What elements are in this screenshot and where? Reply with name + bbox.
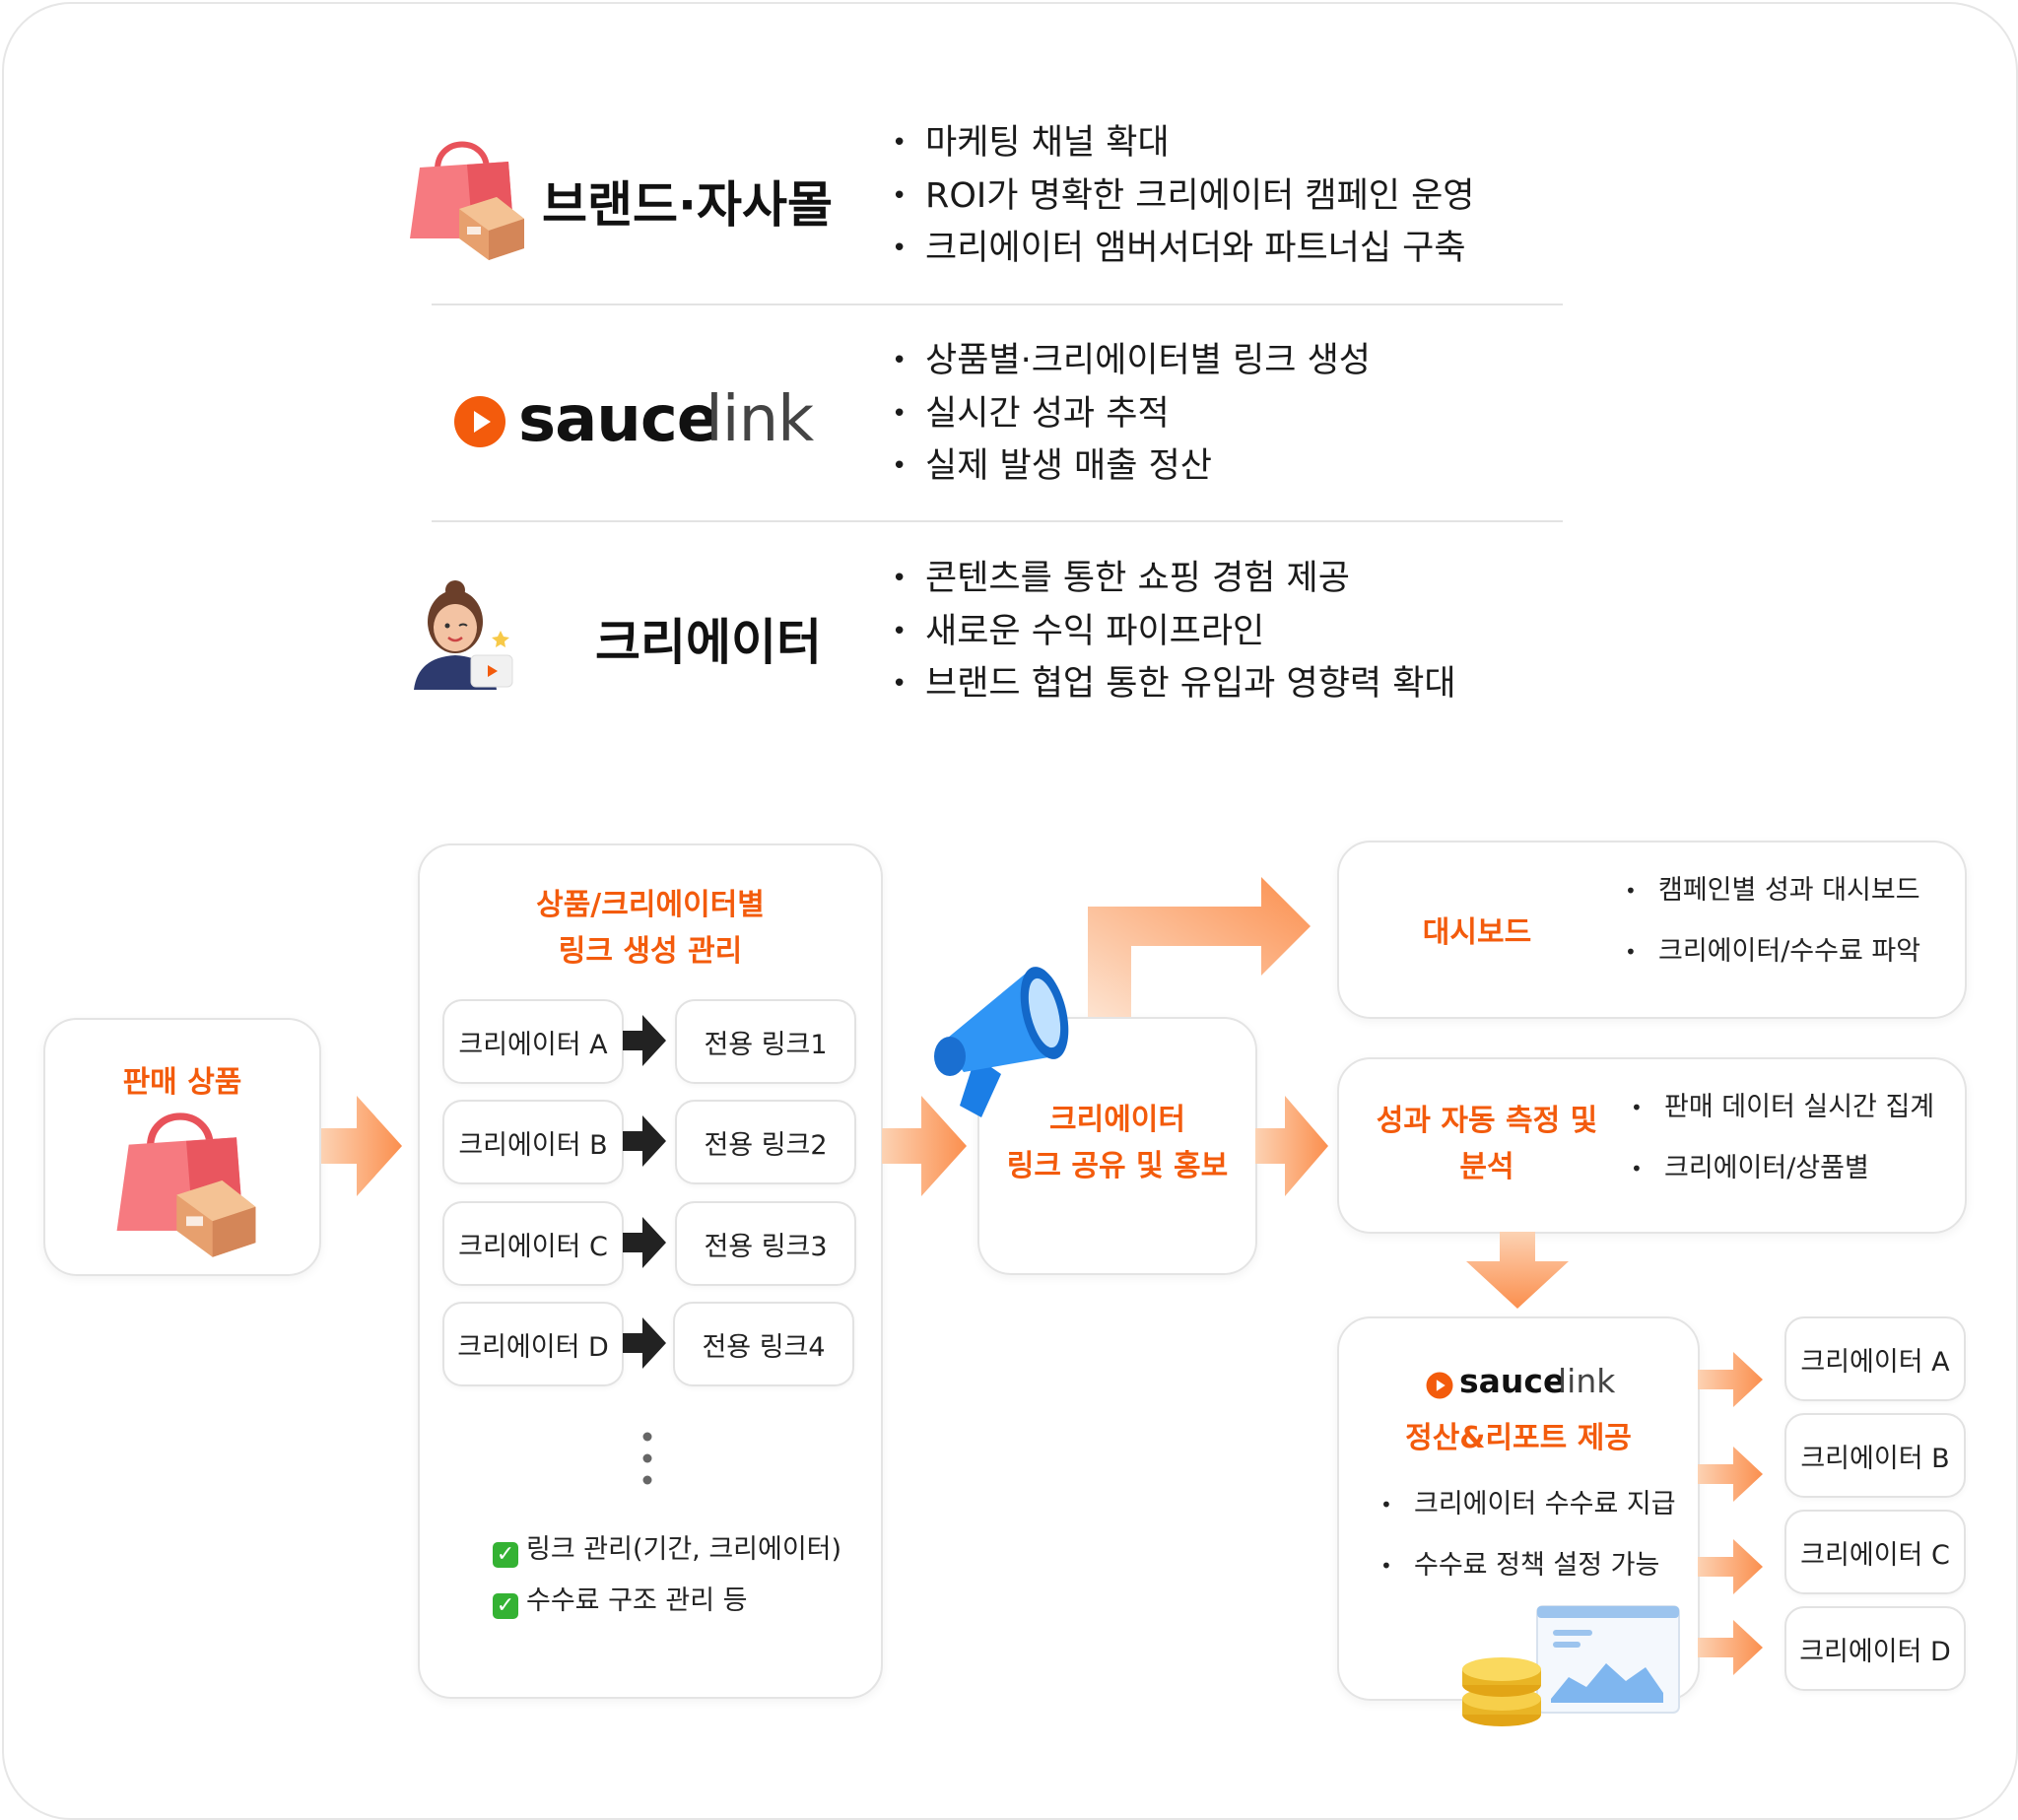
settlement-title: 정산&리포트 제공 [1405, 1421, 1632, 1455]
link-management-title-line2: 링크 생성 관리 [558, 933, 743, 969]
bullet-item: 마케팅 채널 확대 [892, 117, 1475, 170]
bullet-item: 캠페인별 성과 대시보드 [1625, 872, 1920, 933]
payout-arrow-icon [1698, 1352, 1763, 1407]
flow-arrow-right [321, 1096, 402, 1196]
link-pill-4: 전용 링크4 [673, 1302, 854, 1386]
logo-word-link: link [1558, 1362, 1616, 1400]
bullet-item: 상품별·크리에이터별 링크 생성 [892, 335, 1371, 388]
black-arrow-icon [623, 1015, 666, 1066]
black-arrow-icon [623, 1115, 666, 1167]
link-pill-1: 전용 링크1 [675, 999, 856, 1084]
dashboard-title: 대시보드 [1422, 915, 1532, 950]
check-item: ✓ 수수료 구조 관리 등 [493, 1579, 747, 1619]
share-title-line1: 크리에이터 [1049, 1103, 1185, 1137]
megaphone-icon [934, 967, 1069, 1117]
settlement-bullets: 크리에이터 수수료 지급 수수료 정책 설정 가능 [1380, 1486, 1676, 1584]
check-item-label: 수수료 구조 관리 등 [526, 1585, 748, 1616]
link-pill-3: 전용 링크3 [675, 1201, 856, 1286]
flow-arrow-down [1466, 1232, 1569, 1309]
black-arrow-icon [623, 1217, 666, 1268]
analysis-title-line1: 성과 자동 측정 및 [1376, 1104, 1598, 1138]
bullet-item: ROI가 명확한 크리에이터 캠페인 운영 [892, 170, 1475, 224]
checkmark-icon: ✓ [493, 1542, 518, 1568]
share-title-line2: 링크 공유 및 홍보 [1006, 1148, 1229, 1183]
flow-arrow-right [1255, 1096, 1328, 1196]
creator-pill-b: 크리에이터 B [442, 1100, 624, 1184]
brand-bullets: 마케팅 채널 확대 ROI가 명확한 크리에이터 캠페인 운영 크리에이터 앰버… [892, 117, 1475, 276]
product-card-title: 판매 상품 [122, 1065, 242, 1100]
analysis-title-line2: 분석 [1459, 1149, 1514, 1184]
check-item: ✓ 링크 관리(기간, 크리에이터) [493, 1527, 841, 1568]
report-coins-icon [1462, 1605, 1680, 1726]
saucelink-play-icon [454, 396, 505, 447]
bullet-item: 실제 발생 매출 정산 [892, 440, 1371, 494]
bullet-item: 크리에이터/상품별 [1631, 1150, 1934, 1187]
shopping-bag-icon [116, 1112, 256, 1257]
creator-bullets: 콘텐츠를 통한 쇼핑 경험 제공 새로운 수익 파이프라인 브랜드 협업 통한 … [892, 553, 1456, 711]
payee-pill-d: 크리에이터 D [1784, 1606, 1966, 1691]
analysis-title: 성과 자동 측정 및 분석 [1359, 1099, 1615, 1190]
flow-arrow-right [882, 1096, 967, 1196]
flow-arrow-up-right [1088, 877, 1311, 1017]
bullet-item: 판매 데이터 실시간 집계 [1631, 1089, 1934, 1150]
dashboard-bullets: 캠페인별 성과 대시보드 크리에이터/수수료 파악 [1625, 872, 1920, 971]
checkmark-icon: ✓ [493, 1593, 518, 1619]
payout-arrow-icon [1698, 1539, 1763, 1594]
link-management-title-line1: 상품/크리에이터별 [536, 888, 765, 922]
bullet-item: 브랜드 협업 통한 유입과 영향력 확대 [892, 658, 1456, 711]
saucelink-logo: sauce link [453, 383, 838, 458]
saucelink-bullets: 상품별·크리에이터별 링크 생성 실시간 성과 추적 실제 발생 매출 정산 [892, 335, 1371, 494]
saucelink-logo-small: sauce link [1426, 1362, 1643, 1401]
analysis-card: 성과 자동 측정 및 분석 판매 데이터 실시간 집계 크리에이터/상품별 [1337, 1057, 1967, 1234]
creator-pill-c: 크리에이터 C [442, 1201, 624, 1286]
link-management-title: 상품/크리에이터별 링크 생성 관리 [420, 883, 881, 975]
logo-word-sauce: sauce [518, 383, 719, 456]
bullet-item: 콘텐츠를 통한 쇼핑 경험 제공 [892, 553, 1456, 606]
payee-pill-b: 크리에이터 B [1784, 1413, 1966, 1498]
divider [432, 303, 1563, 305]
creator-pill-a: 크리에이터 A [442, 999, 624, 1084]
payout-arrow-icon [1698, 1447, 1763, 1502]
link-pill-2: 전용 링크2 [675, 1100, 856, 1184]
bullet-item: 새로운 수익 파이프라인 [892, 606, 1456, 659]
shopping-bag-icon [410, 141, 524, 260]
dashboard-card: 대시보드 캠페인별 성과 대시보드 크리에이터/수수료 파악 [1337, 841, 1967, 1019]
logo-word-sauce: sauce [1459, 1362, 1566, 1400]
divider [432, 520, 1563, 522]
bullet-item: 크리에이터 수수료 지급 [1380, 1486, 1676, 1547]
check-item-label: 링크 관리(기간, 크리에이터) [526, 1534, 842, 1565]
creator-row-title: 크리에이터 [595, 614, 822, 671]
saucelink-play-icon [1426, 1372, 1453, 1399]
bullet-item: 크리에이터/수수료 파악 [1625, 933, 1920, 971]
bullet-item: 실시간 성과 추적 [892, 388, 1371, 441]
logo-word-link: link [706, 383, 814, 456]
product-card: 판매 상품 [43, 1018, 321, 1276]
analysis-bullets: 판매 데이터 실시간 집계 크리에이터/상품별 [1631, 1089, 1934, 1187]
payout-arrow-icon [1698, 1620, 1763, 1675]
payee-pill-c: 크리에이터 C [1784, 1510, 1966, 1594]
payee-pill-a: 크리에이터 A [1784, 1316, 1966, 1401]
ellipsis-vertical-icon [642, 1432, 652, 1485]
black-arrow-icon [623, 1317, 666, 1369]
brand-row-title: 브랜드·자사몰 [542, 176, 833, 234]
creator-avatar-icon [414, 580, 513, 690]
share-card-title: 크리에이터 링크 공유 및 홍보 [979, 1098, 1255, 1189]
bullet-item: 크리에이터 앰버서더와 파트너십 구축 [892, 223, 1475, 276]
creator-pill-d: 크리에이터 D [442, 1302, 624, 1386]
bullet-item: 수수료 정책 설정 가능 [1380, 1547, 1676, 1584]
